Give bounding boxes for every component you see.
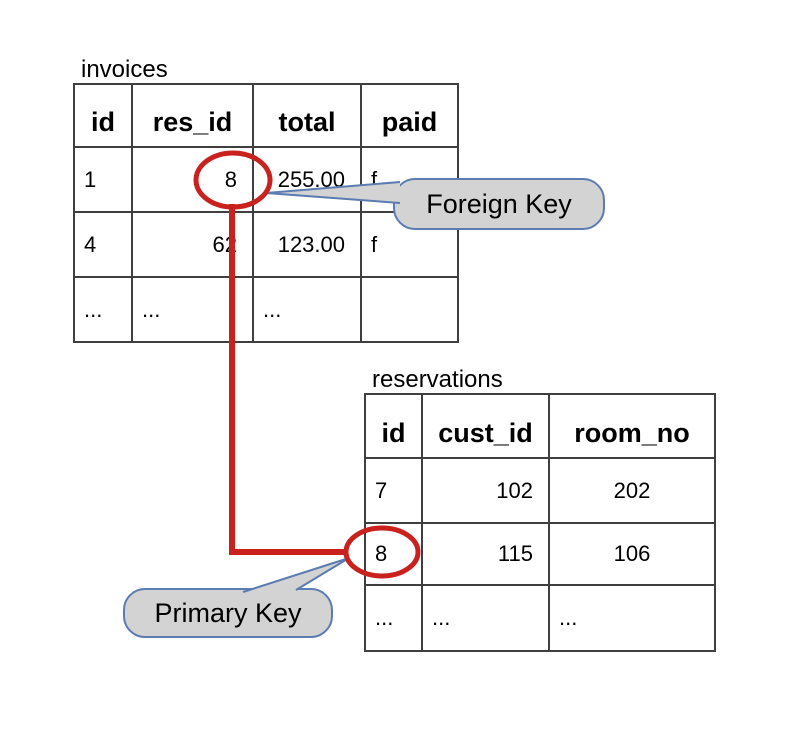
table-cell: 255.00 [252,146,362,213]
table-cell: 102 [421,457,550,524]
table-cell: 202 [548,457,716,524]
table-cell: 106 [548,522,716,586]
foreign-key-cell: 8 [131,146,254,213]
invoices-table-title: invoices [81,56,168,83]
table-cell: 4 [73,211,133,278]
table-cell [360,276,459,343]
table-cell: ... [364,584,423,652]
column-header: total [252,83,362,148]
reservations-table-block: reservations id cust_id room_no 7 102 20… [364,366,716,652]
table-cell: 123.00 [252,211,362,278]
table-cell: 1 [73,146,133,213]
table-row: ... ... ... [364,584,716,652]
primary-key-cell: 8 [364,522,423,586]
reservations-table-title: reservations [372,366,503,393]
foreign-key-callout: Foreign Key [393,178,605,230]
foreign-key-callout-label: Foreign Key [426,188,572,219]
invoices-header-row: id res_id total paid [73,83,459,148]
table-cell: ... [252,276,362,343]
primary-key-callout-label: Primary Key [154,597,302,628]
column-header: paid [360,83,459,148]
reservations-header-row: id cust_id room_no [364,393,716,459]
column-header: cust_id [421,393,550,459]
table-row: ... ... ... [73,276,459,343]
table-cell: ... [131,276,254,343]
column-header: res_id [131,83,254,148]
primary-key-callout-tail [242,557,350,593]
table-cell: 7 [364,457,423,524]
table-cell: ... [73,276,133,343]
table-cell: ... [548,584,716,652]
column-header: room_no [548,393,716,459]
reservations-table: id cust_id room_no 7 102 202 8 115 106 .… [364,393,716,652]
table-row: 7 102 202 [364,457,716,524]
table-row: 8 115 106 [364,522,716,586]
primary-key-callout: Primary Key [123,588,333,638]
table-cell: 115 [421,522,550,586]
table-cell: ... [421,584,550,652]
table-cell: 62 [131,211,254,278]
column-header: id [73,83,133,148]
column-header: id [364,393,423,459]
